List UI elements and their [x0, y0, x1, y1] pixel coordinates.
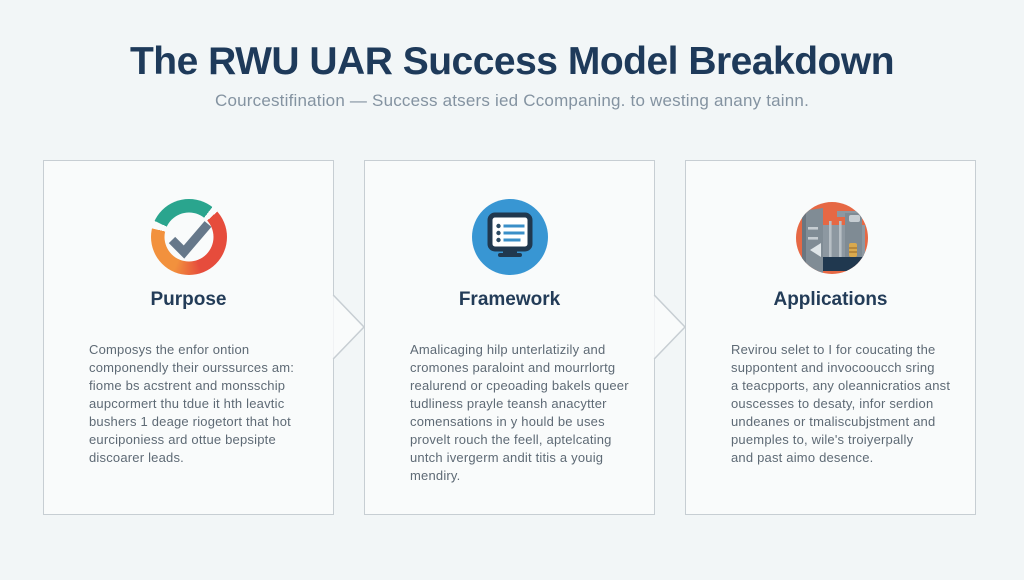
framework-icon-wrap: [365, 199, 654, 275]
card-heading-applications: Applications: [773, 289, 888, 310]
ring-hole: [164, 212, 213, 262]
card-heading-framework: Framework: [458, 289, 561, 310]
progress-ring-check-icon: [150, 199, 227, 275]
safe-machine-icon: [795, 202, 868, 274]
connector-arrow-1: [332, 294, 366, 360]
card-applications: Applications Revirou selet to I for couc…: [685, 160, 976, 515]
check-icon: [168, 221, 211, 259]
connector-arrow-2: [653, 294, 687, 360]
page-title: The RWU UAR Success Model Breakdown: [129, 40, 895, 83]
card-body-applications: Revirou selet to I for coucating the sup…: [731, 342, 951, 465]
card-purpose: Purpose Composys the enfor ontion compon…: [43, 160, 334, 515]
card-body-framework: Amalicaging hilp unterlatizily and cromo…: [410, 342, 629, 483]
purpose-icon-wrap: [44, 199, 333, 275]
monitor-checklist-icon: [471, 199, 548, 275]
card-heading-purpose: Purpose: [150, 289, 227, 310]
page-subtitle: Courcestifination — Success atsers ied C…: [214, 91, 810, 110]
card-body-purpose: Composys the enfor ontion componendly th…: [89, 342, 295, 465]
applications-icon-wrap: [686, 199, 975, 275]
card-framework: Framework Amalicaging hilp unterlatizily…: [364, 160, 655, 515]
